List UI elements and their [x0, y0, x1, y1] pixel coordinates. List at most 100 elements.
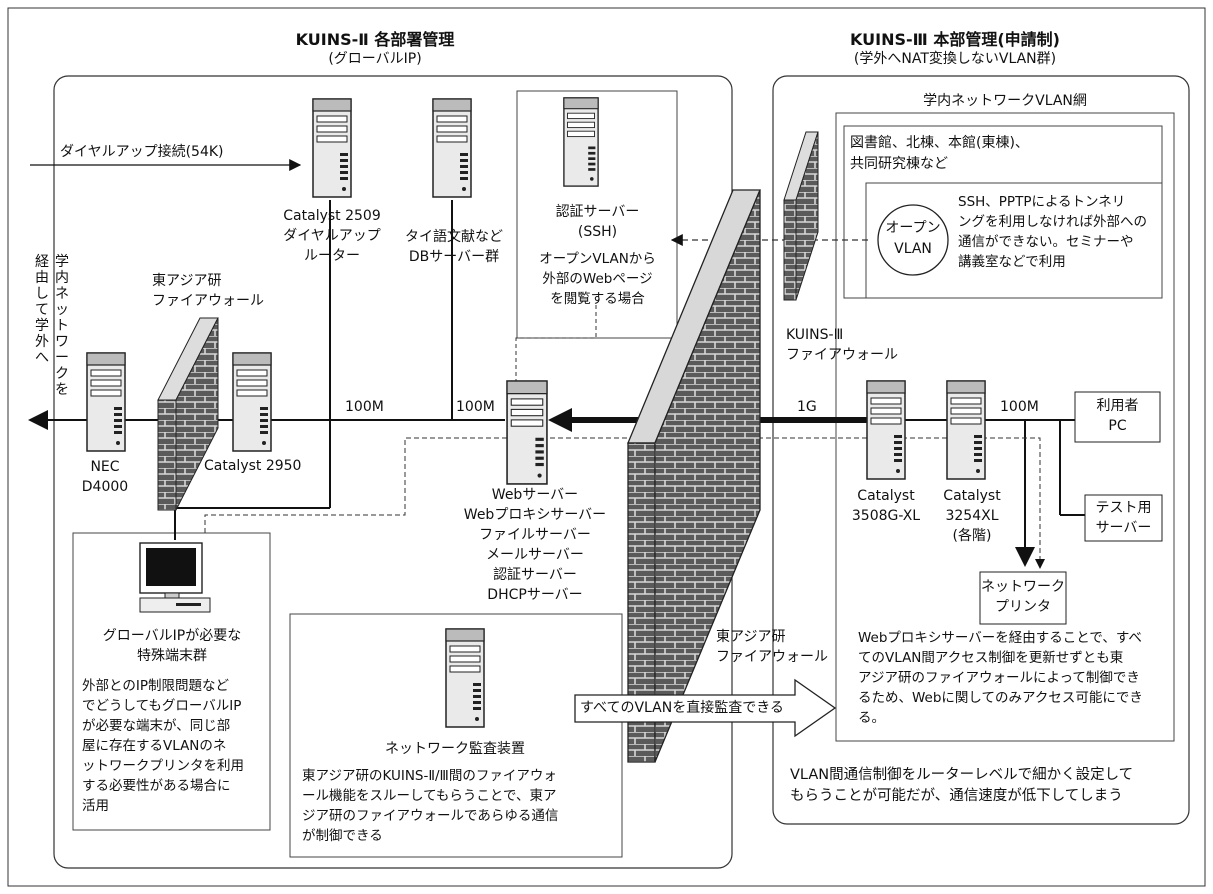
vertical-char: ネ — [55, 286, 69, 302]
catalyst2509-label-2: ダイヤルアップ — [283, 228, 381, 244]
vertical-char: ー — [55, 350, 69, 366]
audit-note-line: ール機能をスルーしてもらうことで、東ア — [302, 788, 557, 804]
buildings-line-2: 共同研究棟など — [850, 156, 948, 172]
special-note-line: が必要な端末が、同じ部 — [82, 718, 231, 734]
vertical-char: ッ — [55, 302, 69, 318]
bottom-note-1: VLAN間通信制御をルーターレベルで細かく設定して — [790, 767, 1134, 783]
server-roles: Webサーバー Webプロキシサーバーファイルサーバーメールサーバー認証サーバー D… — [440, 485, 630, 605]
speed-100m-a: 100M — [345, 399, 384, 415]
kuins2-title: KUINS-Ⅱ 各部署管理 — [295, 30, 455, 49]
vertical-char: 内 — [55, 270, 69, 286]
audit-device-icon — [445, 628, 485, 728]
kuins3-firewall-label-1: KUINS-Ⅲ — [786, 327, 844, 343]
ea-firewall-large — [627, 189, 761, 763]
vertical-char: 経 — [35, 254, 49, 270]
proxy-note-line: Webプロキシサーバーを経由することで、すべ — [858, 630, 1142, 646]
special-note-line: 活用 — [82, 798, 109, 814]
kuins3-subtitle: (学外へNAT変換しないVLAN群) — [853, 51, 1057, 67]
printer-label-1: ネットワーク — [981, 579, 1065, 595]
proxy-note-line: る。 — [858, 710, 885, 726]
special-note-line: 屋に存在するVLANのネ — [82, 738, 227, 754]
auth-server-title-1: 認証サーバー — [555, 204, 640, 220]
server-role: メールサーバー — [486, 547, 584, 563]
kuins3-panel — [772, 75, 1190, 825]
audit-note-line: ジア研のファイアウォールであらゆる通信 — [302, 808, 559, 824]
nec-label-2: D4000 — [81, 479, 129, 495]
server-role: 認証サーバー — [493, 567, 577, 583]
ea-firewall-top-label-2: ファイアウォール — [152, 293, 264, 309]
gigabit-arrowhead — [548, 408, 572, 432]
auth-server-title-2: (SSH) — [577, 224, 618, 240]
proxy-note-line: アジア研のファイアウォールによって制御でき — [858, 670, 1140, 686]
server-role: DHCPサーバー — [487, 587, 583, 603]
ea-firewall-top-label-1: 東アジア研 — [152, 273, 222, 289]
server-role: Webサーバー — [491, 487, 579, 503]
nec-label-1: NEC — [90, 459, 120, 475]
ea-firewall-bottom-label-2: ファイアウォール — [716, 649, 828, 665]
vertical-char: ト — [55, 318, 69, 334]
user-pc-label-1: 利用者 — [1096, 398, 1139, 414]
auth-server-note-3: を閲覧する場合 — [550, 291, 645, 307]
open-vlan-note-2: ングを利用しなければ外部への — [958, 214, 1147, 230]
special-note-line: 外部とのIP制限問題など — [82, 678, 229, 694]
audit-all-vlan-label: すべてのVLANを直接監査できる — [580, 700, 784, 716]
special-note-line: でどうしてもグローバルIP — [82, 698, 242, 714]
speed-1g: 1G — [797, 399, 817, 415]
catalyst3254-label-3: (各階) — [952, 528, 992, 544]
catalyst3254-label-2: 3254XL — [945, 508, 999, 524]
printer-label-2: プリンタ — [995, 599, 1051, 615]
server-role: ファイルサーバー — [479, 527, 591, 543]
db-server-icon — [432, 98, 472, 198]
auth-server-note-1: オープンVLANから — [539, 251, 656, 267]
speed-100m-b: 100M — [456, 399, 495, 415]
vertical-char: 学 — [55, 254, 69, 270]
auth-to-web-dashed — [515, 305, 597, 385]
catalyst3508-icon — [866, 380, 906, 480]
test-server-box — [1084, 494, 1163, 542]
campus-vlan-label: 学内ネットワークVLAN網 — [923, 93, 1087, 109]
open-vlan-badge-2: VLAN — [894, 241, 932, 257]
open-vlan-note-3: 通信ができない。セミナーや — [958, 234, 1134, 250]
user-pc-box — [1074, 391, 1161, 443]
audit-arrow — [574, 678, 837, 738]
proxy-note: Webプロキシサーバーを経由することで、すべてのVLAN間アクセス制御を更新せず… — [858, 628, 1168, 728]
proxy-note-line: てのVLAN間アクセス制御を更新せずとも東 — [858, 650, 1124, 666]
catalyst2950-label: Catalyst 2950 — [204, 458, 302, 474]
auth-server-icon — [563, 97, 599, 187]
printer-box — [979, 571, 1067, 625]
nec-server-icon — [86, 352, 126, 452]
kuins3-firewall-small — [783, 131, 819, 301]
kuins3-title: KUINS-Ⅲ 本部管理(申請制) — [850, 30, 1060, 49]
vertical-char: て — [35, 302, 49, 318]
vertical-char: へ — [35, 350, 49, 366]
ea-firewall-bottom-label-1: 東アジア研 — [716, 629, 786, 645]
db-label-2: DBサーバー群 — [408, 249, 500, 265]
vertical-char: 学 — [35, 318, 49, 334]
catalyst3508-label-1: Catalyst — [857, 488, 915, 504]
server-role: Webプロキシサーバー — [463, 507, 607, 523]
db-label-1: タイ語文献など — [405, 229, 503, 245]
auth-server-note-2: 外部のWebページ — [542, 271, 653, 287]
printer-dashed-path — [204, 437, 1045, 569]
audit-note-line: 東アジア研のKUINS-Ⅱ/Ⅲ間のファイアウォ — [302, 768, 557, 784]
audit-note-line: が制御できる — [302, 828, 383, 844]
catalyst2509-label-1: Catalyst 2509 — [283, 208, 381, 224]
test-server-label-2: サーバー — [1095, 520, 1152, 536]
buildings-line-1: 図書館、北棟、本館(東棟)、 — [850, 135, 1029, 151]
terminal-computer-icon — [139, 542, 211, 613]
proxy-note-line: るため、Webに関してのみアクセス可能にでき — [858, 690, 1143, 706]
dialup-label: ダイヤルアップ接続(54K) — [60, 144, 224, 160]
special-terminals-label-2: 特殊端末群 — [137, 648, 207, 664]
ea-firewall-top — [157, 317, 219, 511]
catalyst3508-label-2: 3508G-XL — [851, 508, 921, 524]
campus-net-vertical-label: 学内ネットワークを — [54, 254, 70, 398]
vertical-char: を — [55, 382, 69, 398]
vertical-char: 由 — [35, 270, 49, 286]
web-server-icon — [506, 380, 548, 485]
special-note-line: ットワークプリンタを利用 — [82, 758, 244, 774]
catalyst2509-label-3: ルーター — [304, 248, 360, 264]
vertical-char: 外 — [35, 334, 49, 350]
test-server-label-1: テスト用 — [1095, 500, 1152, 516]
audit-device-label: ネットワーク監査装置 — [385, 741, 525, 757]
